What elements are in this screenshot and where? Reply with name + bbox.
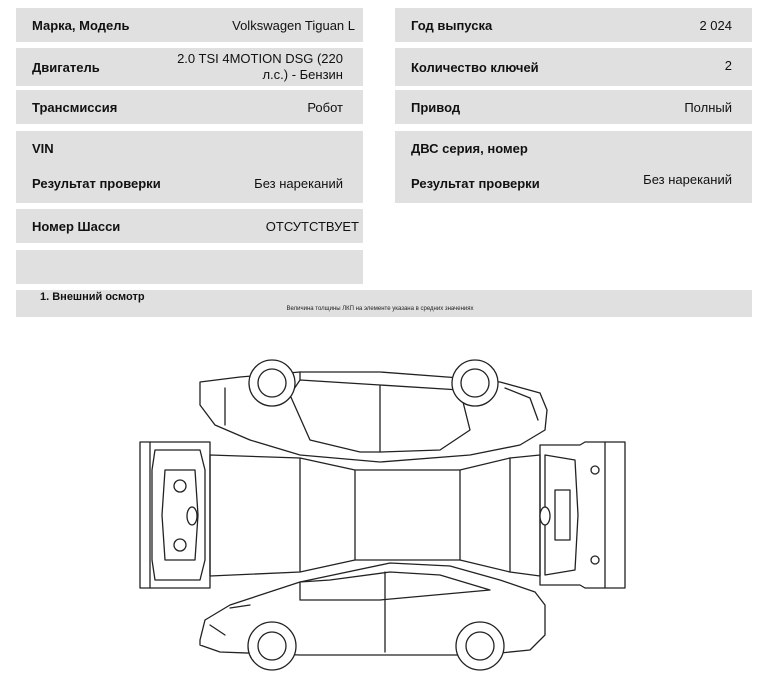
keys-label: Количество ключей <box>411 60 539 75</box>
vin-cell: VIN Результат проверки Без нареканий <box>16 131 363 203</box>
make-model-value: Volkswagen Tiguan L <box>232 18 355 33</box>
engine-cell: Двигатель 2.0 TSI 4MOTION DSG (220 л.с.)… <box>16 48 363 86</box>
engine-value: 2.0 TSI 4MOTION DSG (220 л.с.) - Бензин <box>177 51 343 82</box>
car-rear-view <box>539 441 626 589</box>
drive-cell: Привод Полный <box>395 90 752 124</box>
drive-value: Полный <box>684 100 732 115</box>
chassis-label: Номер Шасси <box>32 219 121 234</box>
car-side-bottom-view <box>199 562 546 671</box>
year-cell: Год выпуска 2 024 <box>395 8 752 42</box>
year-label: Год выпуска <box>411 18 493 33</box>
engine-check-label: Результат проверки <box>411 176 540 191</box>
car-side-top-view <box>199 359 548 463</box>
vin-check-label: Результат проверки <box>32 176 161 191</box>
car-front-view <box>139 441 211 589</box>
year-value: 2 024 <box>699 18 732 33</box>
drive-label: Привод <box>411 100 461 115</box>
transmission-cell: Трансмиссия Робот <box>16 90 363 124</box>
transmission-value: Робот <box>307 100 343 115</box>
empty-cell <box>16 250 363 284</box>
transmission-label: Трансмиссия <box>32 100 118 115</box>
vin-check-value: Без нареканий <box>254 176 343 191</box>
chassis-value: ОТСУТСТВУЕТ <box>265 219 359 234</box>
chassis-cell: Номер Шасси ОТСУТСТВУЕТ <box>16 209 363 243</box>
keys-value: 2 <box>724 58 732 73</box>
make-model-cell: Марка, Модель Volkswagen Tiguan L <box>16 8 363 42</box>
car-roof-view <box>209 454 541 577</box>
make-model-label: Марка, Модель <box>32 18 130 33</box>
engine-serial-cell: ДВС серия, номер Результат проверки Без … <box>395 131 752 203</box>
section-note: Величина толщины ЛКП на элементе указана… <box>286 306 474 312</box>
engine-label: Двигатель <box>32 60 100 75</box>
engine-check-value: Без нареканий <box>643 172 732 187</box>
engine-serial-label: ДВС серия, номер <box>411 141 528 156</box>
keys-cell: Количество ключей 2 <box>395 48 752 86</box>
section-title: 1. Внешний осмотр <box>40 291 145 303</box>
vin-label: VIN <box>32 141 54 156</box>
section-header <box>16 290 752 317</box>
